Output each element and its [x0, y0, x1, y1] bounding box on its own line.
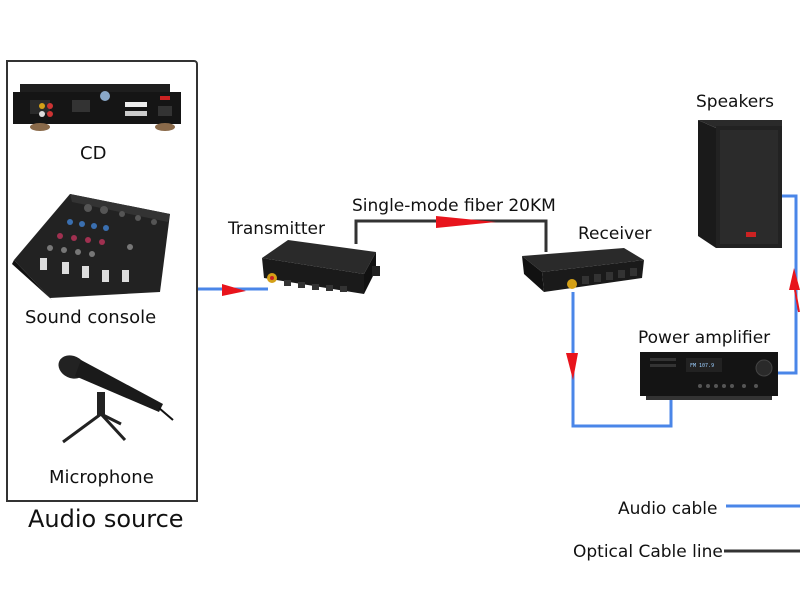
- mixer-console-icon: [12, 194, 170, 300]
- svg-text:FM 107.9: FM 107.9: [690, 363, 714, 369]
- amplifier-icon: FM 107.9: [640, 352, 778, 400]
- speaker-icon: [698, 120, 782, 248]
- arrow-right-icon: [222, 284, 246, 296]
- speakers-label: Speakers: [696, 92, 775, 112]
- microphone-label: Microphone: [49, 467, 154, 488]
- arrow-down-icon: [566, 353, 578, 380]
- fiber-receiver-icon: [522, 248, 644, 292]
- sound-console-label: Sound console: [25, 307, 157, 328]
- audio-source-group: [6, 60, 198, 502]
- receiver-label: Receiver: [578, 224, 652, 244]
- fiber-label: Single-mode fiber 20KM: [352, 196, 556, 216]
- power-amplifier-label: Power amplifier: [638, 328, 771, 348]
- fiber-transmitter-icon: [262, 240, 380, 294]
- cd-player-icon: [13, 84, 181, 131]
- audio-source-label: Audio source: [28, 505, 184, 533]
- microphone-icon: [58, 355, 174, 444]
- transmitter-label: Transmitter: [228, 219, 325, 239]
- legend-optical-cable-label: Optical Cable line: [573, 542, 723, 562]
- arrow-up-icon: [789, 268, 800, 290]
- arrow-right-icon: [436, 216, 496, 228]
- cd-label: CD: [80, 143, 107, 164]
- legend-audio-cable-label: Audio cable: [618, 499, 718, 519]
